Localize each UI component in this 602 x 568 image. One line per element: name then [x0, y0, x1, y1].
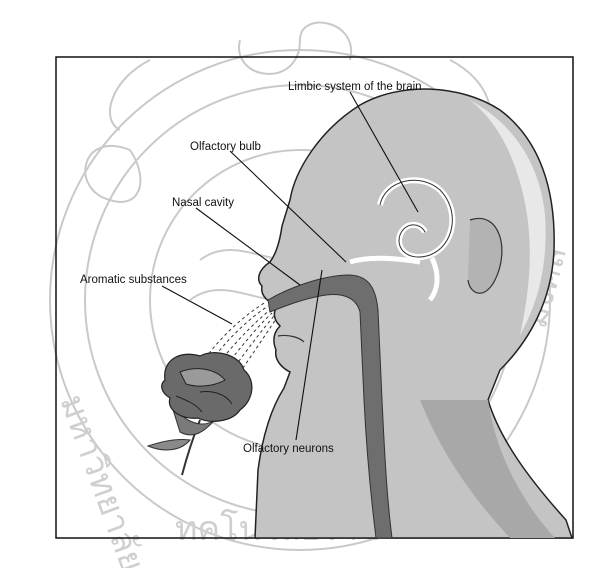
label-olfactory-neurons: Olfactory neurons	[243, 443, 334, 455]
label-limbic-system: Limbic system of the brain	[288, 81, 422, 93]
rose-bloom	[162, 353, 252, 422]
label-nasal-cavity: Nasal cavity	[172, 197, 234, 209]
watermark-left-text: มหาวิทยาลัย	[52, 389, 153, 568]
rose-illustration	[148, 353, 252, 475]
leader-aromatic	[162, 286, 232, 324]
head-illustration	[255, 89, 572, 538]
label-aromatic-substances: Aromatic substances	[80, 274, 187, 286]
rose-leaf	[148, 439, 190, 449]
label-olfactory-bulb: Olfactory bulb	[190, 141, 261, 153]
